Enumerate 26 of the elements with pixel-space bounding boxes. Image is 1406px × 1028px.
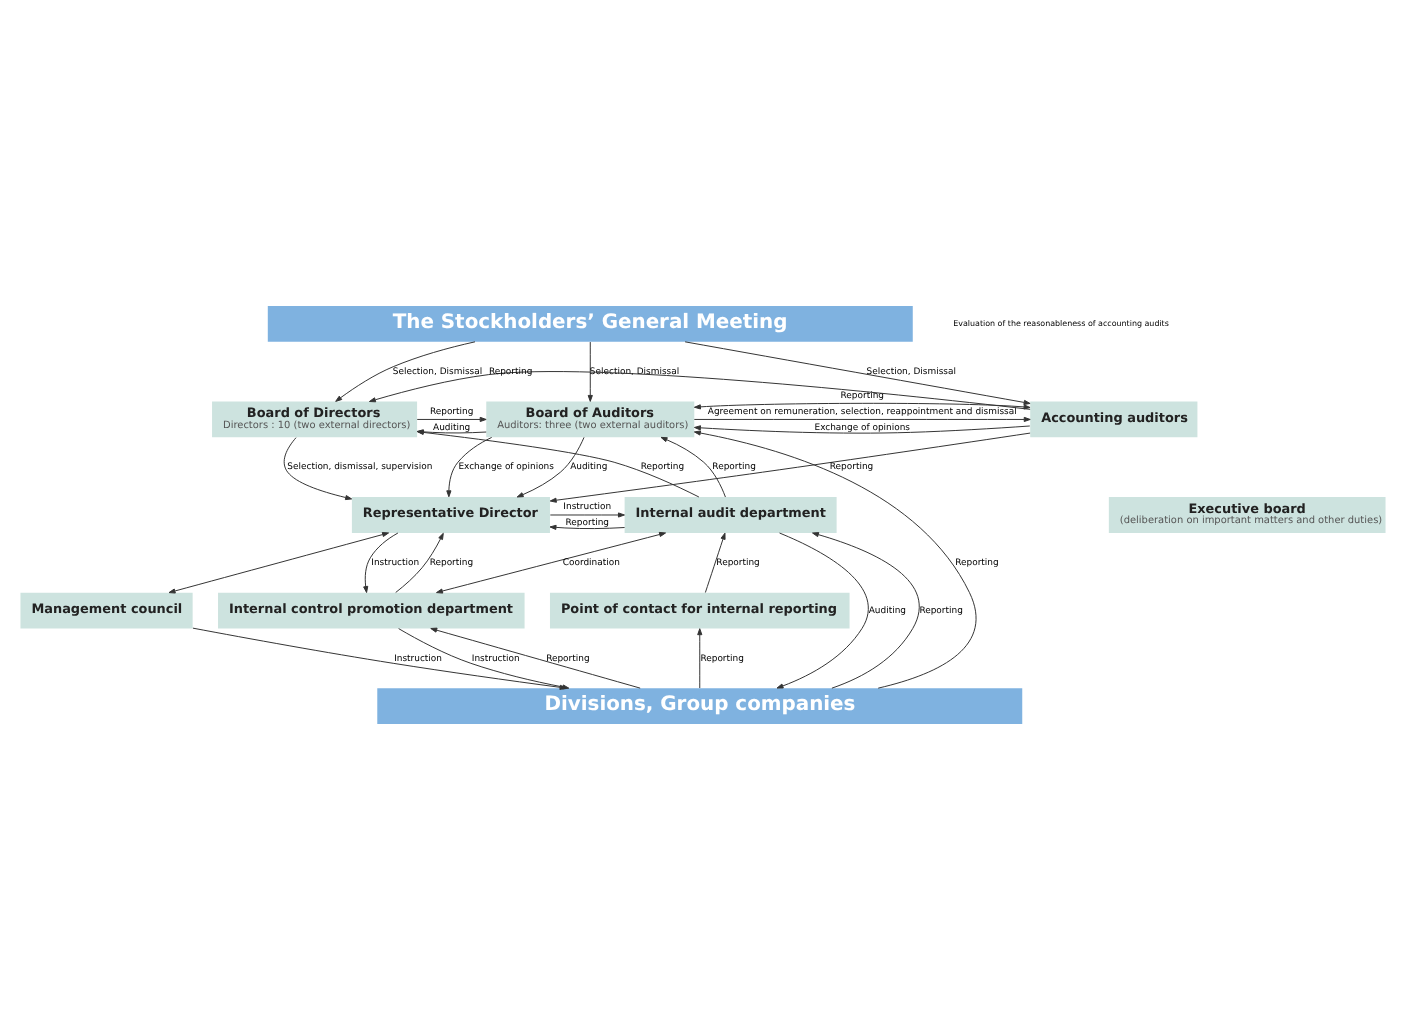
arrow bbox=[693, 424, 1031, 433]
arrow bbox=[693, 401, 1031, 409]
arrow bbox=[368, 370, 1031, 409]
arrow bbox=[436, 530, 667, 593]
arrow bbox=[395, 531, 444, 592]
node-box: Divisions, Group companies bbox=[377, 687, 1023, 723]
arrow bbox=[587, 340, 593, 401]
arrow bbox=[697, 627, 703, 688]
arrow bbox=[549, 431, 1031, 502]
arrow bbox=[684, 340, 1031, 404]
arrow bbox=[335, 340, 476, 401]
arrow bbox=[693, 415, 1031, 422]
arrow bbox=[812, 531, 920, 688]
arrow bbox=[516, 435, 585, 497]
arrow bbox=[363, 531, 399, 592]
arrow bbox=[416, 415, 487, 422]
arrow bbox=[446, 435, 493, 497]
node-box: The Stockholders’ General Meeting bbox=[267, 305, 913, 341]
arrow bbox=[776, 531, 869, 688]
arrow bbox=[168, 531, 390, 593]
arrow bbox=[704, 531, 726, 592]
arrow bbox=[549, 511, 625, 517]
arrow bbox=[693, 429, 977, 688]
arrow bbox=[549, 523, 626, 529]
arrow bbox=[660, 435, 726, 497]
arrow bbox=[283, 436, 353, 500]
